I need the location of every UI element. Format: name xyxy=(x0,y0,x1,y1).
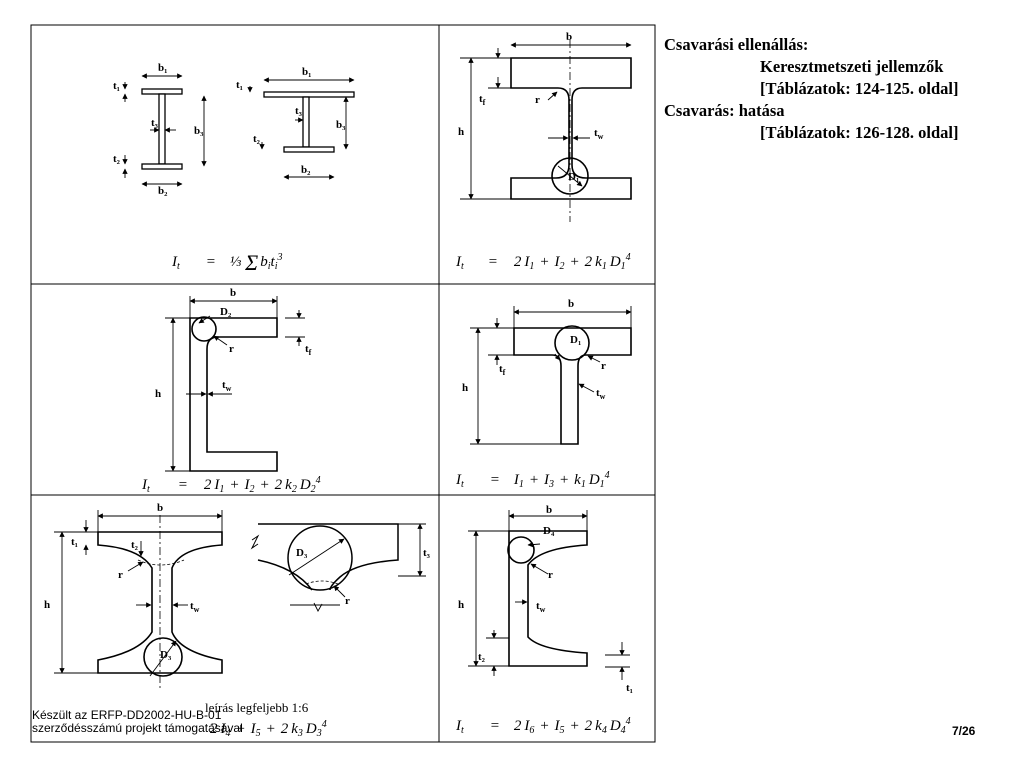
label-r-4: r xyxy=(601,360,606,372)
label-t2: t₂ xyxy=(113,153,121,165)
label-h-4: h xyxy=(462,382,468,394)
label-r-3: r xyxy=(229,343,234,355)
label-b-2: b xyxy=(566,31,572,43)
label-t1: t₁ xyxy=(113,80,120,92)
label-r-5: r xyxy=(118,569,123,581)
label-b1-b: b₁ xyxy=(302,66,311,78)
label-b-5: b xyxy=(157,502,163,514)
label-b-3: b xyxy=(230,287,236,299)
cell-built-up-i-sections: b₁ b₂ b₃ t₁ t₂ t₃ b₁ b₂ b₃ t₁ t₂ t₃ It=⅓… xyxy=(113,62,355,275)
scale-note: leírás legfeljebb 1:6 xyxy=(205,700,309,715)
label-tf-4: tf xyxy=(499,363,506,377)
footer-line-2: szerződésszámú projekt támogatásával xyxy=(32,721,243,735)
heading-torsion-resistance: Csavarási ellenállás: xyxy=(664,35,809,54)
table-reference-2: [Táblázatok: 126-128. oldal] xyxy=(760,123,959,142)
label-d1-2: D₁ xyxy=(568,171,579,183)
label-d3-detail: D₃ xyxy=(296,547,308,559)
label-d2-3: D₂ xyxy=(220,306,232,318)
label-b3-b: b₃ xyxy=(336,119,346,131)
label-d1-4: D₁ xyxy=(570,334,581,346)
label-t3-detail: t₃ xyxy=(423,547,431,559)
label-b2-b: b₂ xyxy=(301,164,311,176)
label-tw-4: tw xyxy=(596,387,606,401)
label-t1-6: t₁ xyxy=(626,682,633,694)
label-h-5: h xyxy=(44,599,50,611)
label-t2-b: t₂ xyxy=(253,133,261,145)
label-b-4: b xyxy=(568,298,574,310)
label-b3: b₃ xyxy=(194,125,204,137)
label-t2-6: t₂ xyxy=(478,651,486,663)
footer-line-1: Készült az ERFP-DD2002-HU-B-01 xyxy=(32,708,222,722)
label-b-6: b xyxy=(546,504,552,516)
label-t1-5: t₁ xyxy=(71,536,78,548)
label-t2-5: t₂ xyxy=(131,539,139,551)
side-text-block: Csavarási ellenállás: Keresztmetszeti je… xyxy=(664,34,1014,144)
label-d4-6: D₄ xyxy=(543,525,555,537)
label-t1-b: t₁ xyxy=(236,79,243,91)
section-table-grid xyxy=(30,24,656,743)
label-b1: b₁ xyxy=(158,62,167,74)
subheading-section-properties: Keresztmetszeti jellemzők xyxy=(760,57,944,76)
label-tf-2: tf xyxy=(479,93,486,107)
label-h-6: h xyxy=(458,599,464,611)
label-h-2: h xyxy=(458,126,464,138)
footer-funding-note: Készült az ERFP-DD2002-HU-B-01 szerződés… xyxy=(32,709,332,735)
label-tw-3: tw xyxy=(222,379,232,393)
label-t3-b: t₃ xyxy=(295,105,303,117)
label-t3: t₃ xyxy=(151,117,159,129)
label-tw-6: tw xyxy=(536,600,546,614)
label-r-detail: r xyxy=(345,595,350,607)
page-number: 7/26 xyxy=(952,724,976,738)
label-tw-2: tw xyxy=(594,127,604,141)
label-r-6: r xyxy=(548,569,553,581)
label-tf-3: tf xyxy=(305,343,312,357)
label-b2: b₂ xyxy=(158,185,168,197)
label-r-2: r xyxy=(535,94,540,106)
label-h-3: h xyxy=(155,388,161,400)
table-reference-1: [Táblázatok: 124-125. oldal] xyxy=(760,79,959,98)
label-d3-5: D₃ xyxy=(160,649,172,661)
label-tw-5: tw xyxy=(190,600,200,614)
heading-torsion-effect: Csavarás: hatása xyxy=(664,101,785,120)
